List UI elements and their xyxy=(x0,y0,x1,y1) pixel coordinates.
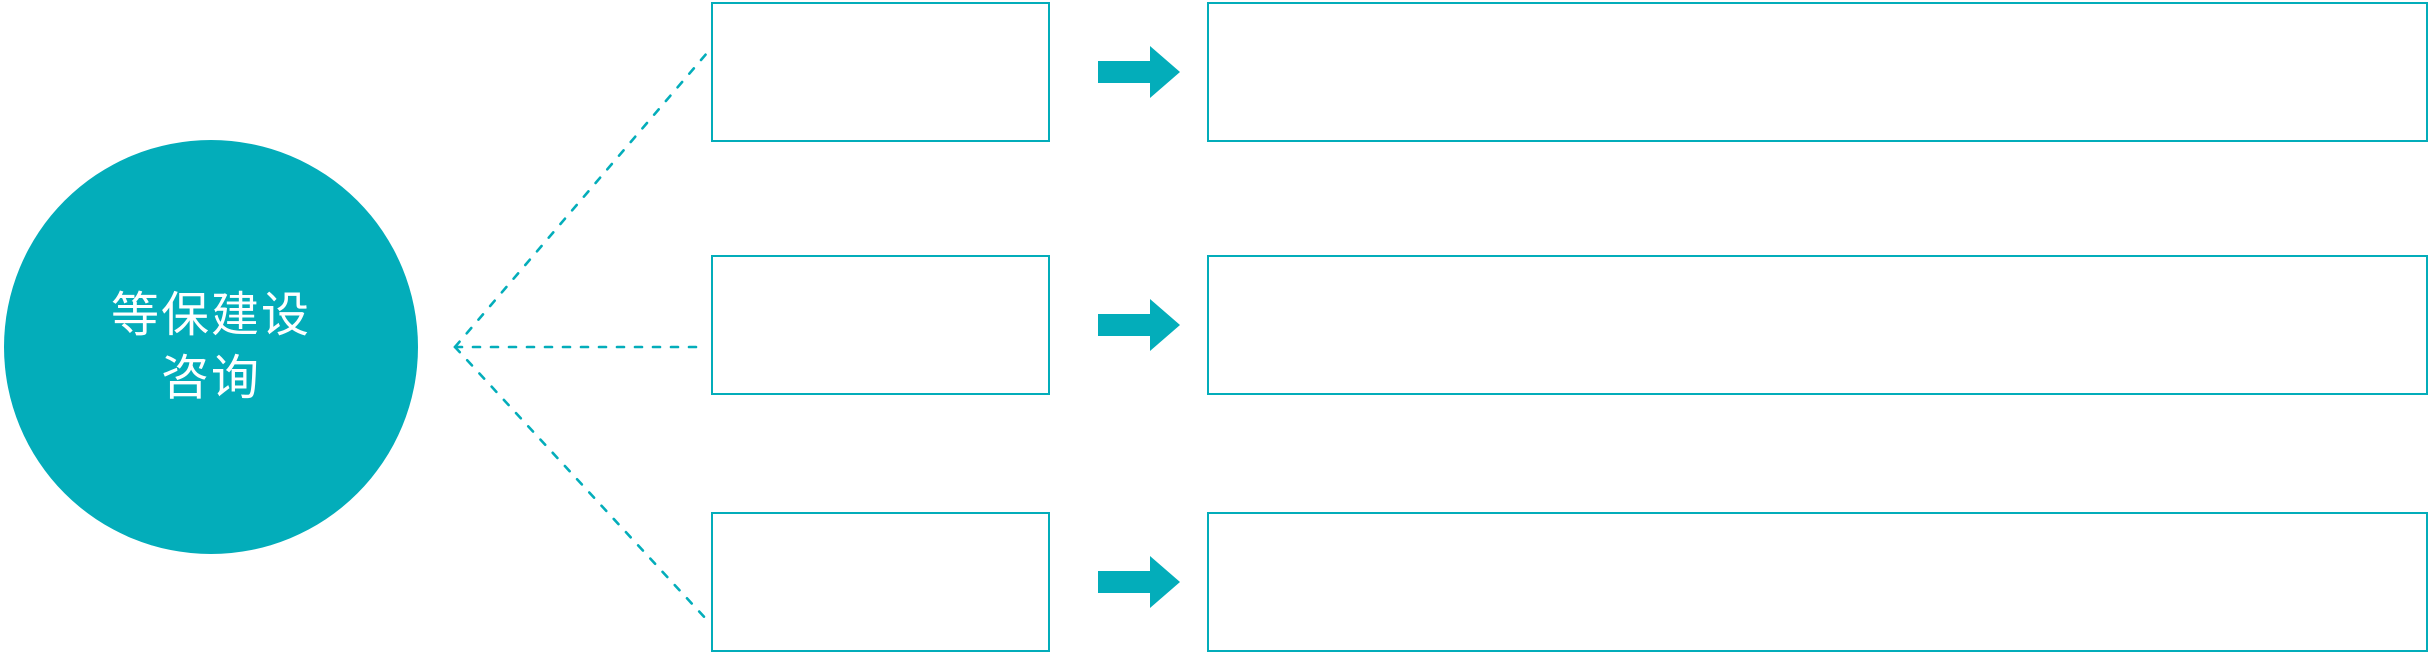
diagram-row xyxy=(0,512,2434,652)
hub-label-line-1: 等保建设 xyxy=(110,288,311,342)
stage-box-2[interactable] xyxy=(711,255,1050,395)
detail-box-2[interactable] xyxy=(1207,255,2428,395)
diagram-row xyxy=(0,255,2434,395)
stage-box-1[interactable] xyxy=(711,2,1050,142)
stage-box-3[interactable] xyxy=(711,512,1050,652)
detail-box-3[interactable] xyxy=(1207,512,2428,652)
detail-box-1[interactable] xyxy=(1207,2,2428,142)
hub-circle[interactable]: 等保建设 咨询 xyxy=(4,140,418,554)
hub-label-line-2: 咨询 xyxy=(160,352,261,405)
right-arrow-icon-2 xyxy=(1098,299,1180,351)
diagram-row xyxy=(0,2,2434,142)
right-arrow-icon-1 xyxy=(1098,46,1180,98)
right-arrow-icon-3 xyxy=(1098,556,1180,608)
